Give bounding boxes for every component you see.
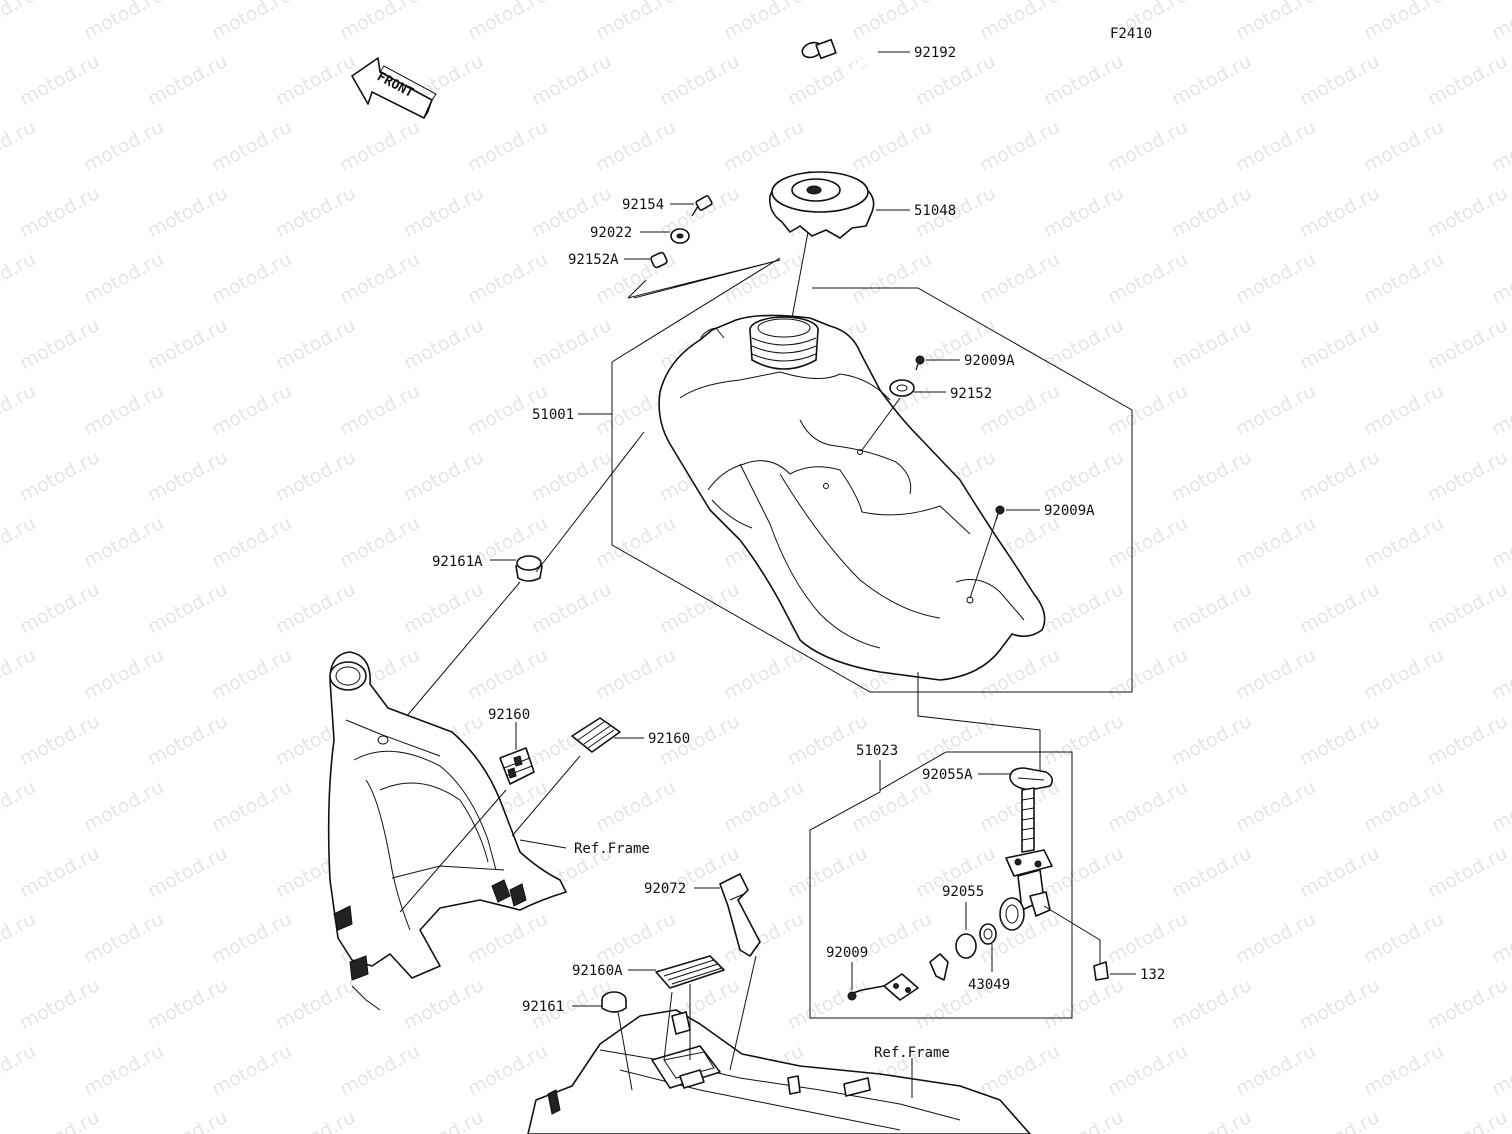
washer-92022 — [670, 228, 690, 244]
figure-code: F2410 — [1110, 26, 1152, 42]
rubber-92160-right — [571, 717, 621, 753]
label-92022: 92022 — [590, 225, 632, 241]
label-92161: 92161 — [522, 999, 564, 1015]
lever-clip — [929, 953, 949, 981]
label-92152A: 92152A — [568, 252, 619, 268]
frame-section-left — [327, 651, 567, 1011]
label-51001: 51001 — [532, 407, 574, 423]
fuel-tank — [658, 314, 1046, 681]
label-92009: 92009 — [826, 945, 868, 961]
fuel-cock — [999, 787, 1053, 931]
breather-hose — [801, 38, 880, 152]
label-92009A-top: 92009A — [964, 353, 1015, 369]
label-ref-frame-left: Ref.Frame — [574, 841, 650, 857]
label-ref-frame-bottom: Ref.Frame — [874, 1045, 950, 1061]
label-92161A: 92161A — [432, 554, 483, 570]
label-92152: 92152 — [950, 386, 992, 402]
collar-92152A — [650, 251, 668, 269]
label-51048: 51048 — [914, 203, 956, 219]
gasket-92055A — [1009, 767, 1054, 791]
label-43049: 43049 — [968, 977, 1010, 993]
bolt-92154 — [691, 195, 713, 217]
grommet-92152 — [889, 379, 915, 397]
label-92160A: 92160A — [572, 963, 623, 979]
grommet-92161 — [601, 991, 627, 1013]
plate-and-screw-92009 — [847, 973, 919, 1001]
label-92154: 92154 — [622, 197, 664, 213]
label-92055: 92055 — [942, 884, 984, 900]
fuel-cap — [768, 171, 875, 239]
label-51023: 51023 — [856, 743, 898, 759]
label-92009A-right: 92009A — [1044, 503, 1095, 519]
label-92160-right: 92160 — [648, 731, 690, 747]
frame-section-bottom — [527, 1009, 1031, 1134]
rubber-92160A — [655, 955, 725, 989]
label-92160-left: 92160 — [488, 707, 530, 723]
washer-43049 — [979, 923, 997, 945]
label-92055A: 92055A — [922, 767, 973, 783]
label-132: 132 — [1140, 967, 1165, 983]
screw-92009A-right — [995, 505, 1005, 521]
o-ring-92055 — [955, 933, 977, 959]
rubber-92160-left — [499, 747, 535, 785]
screw-92009A-top — [915, 355, 925, 371]
bolt-132 — [1093, 961, 1109, 981]
bracket-92072 — [719, 873, 761, 957]
front-direction-arrow: FRONT — [351, 57, 437, 119]
grommet-92161A — [515, 555, 543, 582]
label-92072: 92072 — [644, 881, 686, 897]
label-92192: 92192 — [914, 45, 956, 61]
